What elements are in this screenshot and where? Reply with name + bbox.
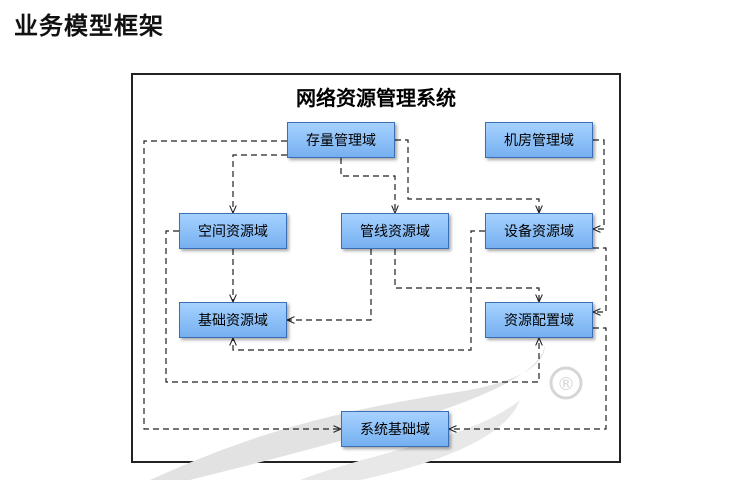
node-kongjian: 空间资源域 [179,213,287,249]
node-jichu: 基础资源域 [179,302,287,338]
node-jifang: 机房管理域 [485,122,593,158]
registered-mark-text: ® [557,374,575,395]
node-guanxian: 管线资源域 [341,213,449,249]
diagram-title: 网络资源管理系统 [296,86,456,110]
page-title: 业务模型框架 [14,12,164,40]
node-peizhi: 资源配置域 [485,302,593,338]
node-xitong: 系统基础域 [341,411,449,447]
node-shebei: 设备资源域 [485,213,593,249]
node-cunliang: 存量管理域 [287,122,395,158]
